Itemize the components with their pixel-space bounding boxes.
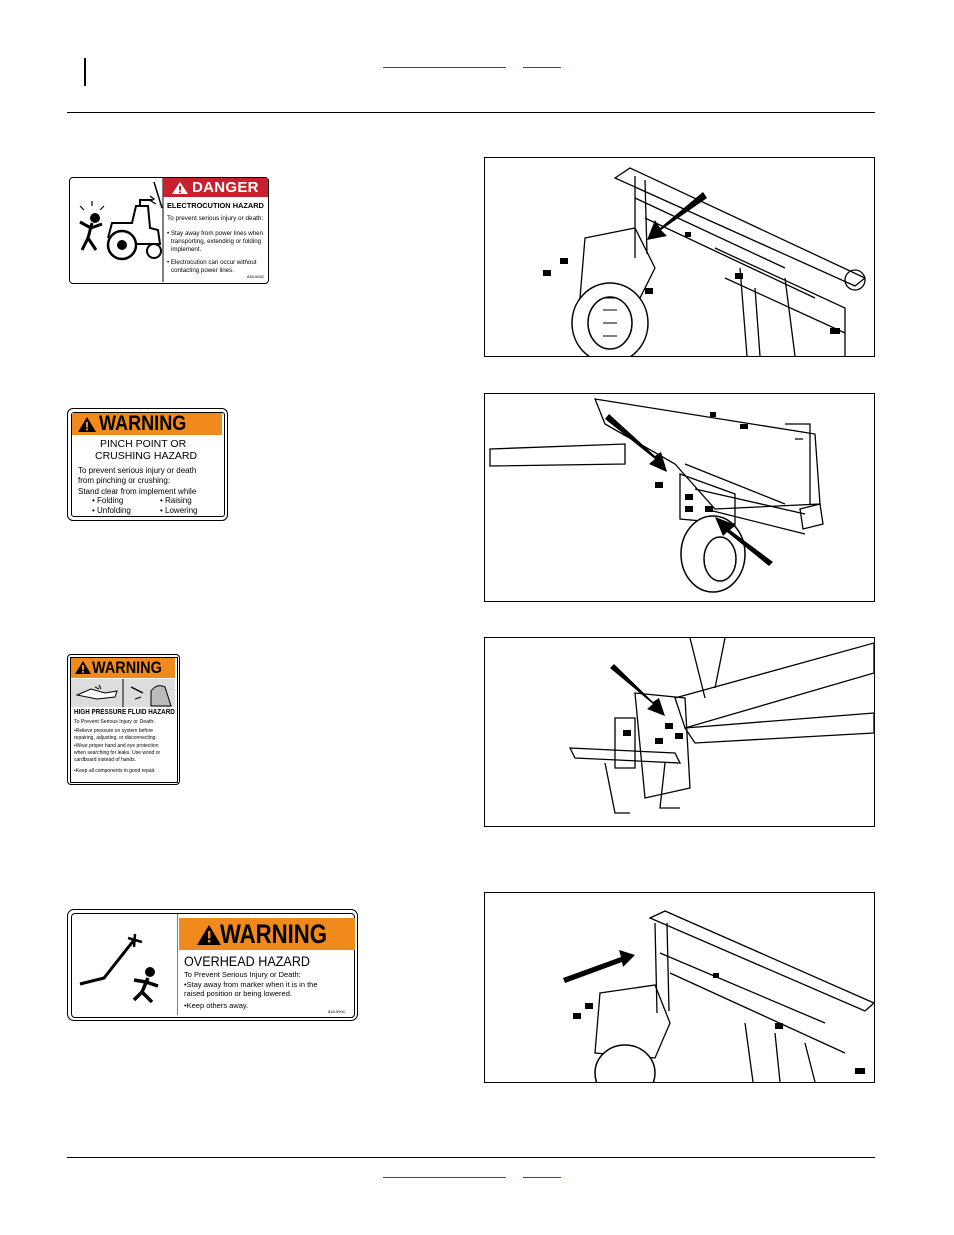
pinch-signal-word: WARNING <box>99 412 187 435</box>
alert-triangle-icon <box>75 661 91 674</box>
overhead-inner-border <box>71 913 355 1018</box>
implement-drawing-1 <box>543 167 867 356</box>
overhead-bullet-1-cont: raised position or being lowered. <box>184 989 292 998</box>
danger-bullet-1-cont2: implement. <box>171 246 202 253</box>
overhead-signal-word: WARNING <box>220 919 328 949</box>
implement-drawing-4 <box>563 910 874 1082</box>
pinch-action-folding: • Folding <box>92 496 124 505</box>
overhead-intro: To Prevent Serious Injury or Death: <box>184 970 301 979</box>
marker-falling-pictogram <box>79 914 178 1015</box>
implement-drawing-2 <box>489 398 824 593</box>
fluid-signal-word: WARNING <box>92 658 162 677</box>
danger-signal-word: DANGER <box>192 179 259 196</box>
pinch-hazard-line-2: CRUSHING HAZARD <box>95 450 198 462</box>
pinch-header-band <box>72 413 222 435</box>
electrocution-pictogram <box>79 178 164 282</box>
pinch-action-unfolding: • Unfolding <box>92 506 131 515</box>
arrow-icon <box>715 517 773 566</box>
danger-intro: To prevent serious injury or death: <box>167 215 264 222</box>
header-link-1[interactable] <box>383 67 506 68</box>
danger-bullet-2-cont: contacting power lines. <box>171 267 234 274</box>
pinch-hazard-line-1: PINCH POINT OR <box>100 438 187 450</box>
pinch-point-warning-decal: WARNING PINCH POINT OR CRUSHING HAZARD T… <box>67 408 228 521</box>
fluid-line-2: repairing, adjusting, or disconnecting. <box>74 735 157 741</box>
pinch-intro-line-1: To prevent serious injury or death <box>78 466 197 475</box>
footer-link-1[interactable] <box>383 1177 506 1178</box>
pinch-stand-clear: Stand clear from implement while <box>78 487 197 496</box>
pinch-inner-border <box>71 412 225 517</box>
footer-rule <box>67 1157 875 1158</box>
fluid-line-3: •Wear proper hand and eye protection <box>74 743 159 749</box>
decal-location-figure-3 <box>484 637 875 827</box>
arrow-icon <box>605 414 667 472</box>
danger-code: 838-598C <box>247 274 265 279</box>
fluid-injection-pictogram <box>71 679 175 707</box>
pinch-action-lowering: • Lowering <box>160 506 198 515</box>
alert-triangle-icon <box>172 182 188 194</box>
overhead-bullet-1: •Stay away from marker when it is in the <box>184 980 318 989</box>
overhead-hazard-warning-decal: WARNING OVERHEAD HAZARD To Prevent Serio… <box>67 909 358 1021</box>
header-link-2[interactable] <box>523 67 561 68</box>
arrow-icon <box>563 950 635 983</box>
arrow-icon <box>610 664 665 716</box>
overhead-hazard-title: OVERHEAD HAZARD <box>184 953 311 969</box>
header-marker-bar <box>84 58 86 86</box>
alert-triangle-icon <box>197 925 221 945</box>
fluid-line-6: •Keep all components in good repair. <box>74 768 156 774</box>
decal-location-figure-4 <box>484 892 875 1083</box>
fluid-line-5: cardboard instead of hands. <box>74 757 136 763</box>
high-pressure-fluid-warning-decal: WARNING HIGH PRESSURE FLUID HAZARD To Pr… <box>67 654 180 785</box>
fluid-line-4: when searching for leaks. Use wood or <box>74 750 161 756</box>
implement-drawing-3 <box>568 638 874 814</box>
pinch-intro-line-2: from pinching or crushing: <box>78 476 171 485</box>
fluid-inner-border <box>70 657 178 783</box>
danger-bullet-1-cont: transporting, extending or folding <box>171 238 262 245</box>
decal-location-figure-2 <box>484 393 875 602</box>
fluid-hazard-title: HIGH PRESSURE FLUID HAZARD <box>74 709 175 716</box>
danger-hazard-title: ELECTROCUTION HAZARD <box>167 201 264 210</box>
danger-electrocution-decal: DANGER ELECTROCUTION HAZARD To prevent s… <box>69 177 269 284</box>
danger-header-band <box>163 178 268 197</box>
footer-link-2[interactable] <box>523 1177 561 1178</box>
pinch-action-raising: • Raising <box>160 496 192 505</box>
decal-location-figure-1 <box>484 157 875 357</box>
overhead-bullet-2: •Keep others away. <box>184 1001 249 1010</box>
arrow-icon <box>647 192 707 240</box>
fluid-header-band <box>71 658 175 678</box>
overhead-code: 818-590C <box>328 1009 346 1014</box>
alert-triangle-icon <box>78 417 96 432</box>
danger-bullet-2: • Electrocution can occur without <box>167 259 257 266</box>
danger-bullet-1: • Stay away from power lines when <box>167 230 264 237</box>
header-rule <box>67 112 875 113</box>
fluid-line-1: •Relieve pressure on system before <box>74 728 154 734</box>
fluid-intro: To Prevent Serious Injury or Death: <box>74 719 155 725</box>
